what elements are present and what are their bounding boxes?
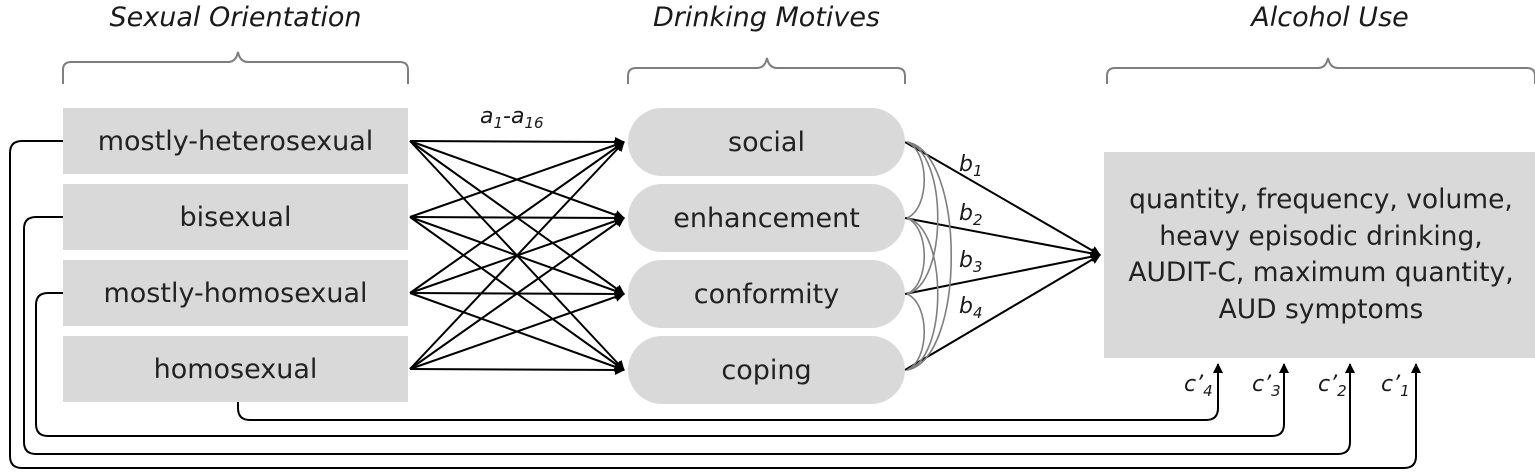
label-c-base: c’ bbox=[1318, 372, 1338, 397]
motive-box-enhancement: enhancement bbox=[628, 184, 905, 252]
b-path-arrow bbox=[904, 141, 1101, 256]
outcome-line: AUD symptoms bbox=[1218, 293, 1424, 325]
a-path-arrow bbox=[409, 217, 625, 370]
label-c-sub: 4 bbox=[1203, 382, 1213, 400]
label-b-sub: 1 bbox=[972, 162, 983, 180]
label-c4: c’4 bbox=[1184, 372, 1213, 400]
a-paths bbox=[409, 136, 625, 375]
label-b-base: b bbox=[959, 248, 973, 273]
a-path-arrow bbox=[409, 136, 625, 147]
label-b2: b2 bbox=[959, 201, 983, 229]
covariance-curve bbox=[906, 141, 925, 219]
label-b-base: b bbox=[959, 294, 973, 319]
label-c-base: c’ bbox=[1184, 372, 1204, 397]
covariance-curve bbox=[906, 141, 952, 371]
label-b1: b1 bbox=[959, 152, 983, 180]
c-prime-path-arrow bbox=[9, 140, 1421, 469]
c-prime-paths bbox=[9, 140, 1421, 469]
a-path-arrow bbox=[409, 141, 625, 370]
orientation-box-mostly-homosexual: mostly-homosexual bbox=[63, 260, 408, 326]
a-path-arrow bbox=[409, 140, 625, 218]
label-c3: c’3 bbox=[1252, 372, 1281, 400]
label-c-sub: 1 bbox=[1400, 382, 1410, 400]
label-b3: b3 bbox=[959, 248, 983, 276]
outcome-line: quantity, frequency, volume, bbox=[1129, 184, 1513, 215]
motive-box-social: social bbox=[628, 108, 905, 176]
a-path-arrow bbox=[409, 141, 625, 294]
a-path-arrow bbox=[409, 364, 625, 375]
label-c-sub: 3 bbox=[1271, 382, 1281, 400]
a-path-arrow bbox=[409, 292, 625, 370]
header-sexual-orientation: Sexual Orientation bbox=[109, 2, 362, 33]
motive-box-conformity: conformity bbox=[628, 260, 905, 328]
label-b4: b4 bbox=[959, 294, 983, 322]
header-drinking-motives: Drinking Motives bbox=[652, 2, 881, 33]
label-a-paths: a1-a16 bbox=[480, 104, 544, 132]
label-b-base: b bbox=[959, 201, 973, 226]
label-b-sub: 4 bbox=[972, 304, 983, 322]
orientation-box-bisexual: bisexual bbox=[63, 184, 408, 250]
bracket-alcohol-use bbox=[1106, 57, 1535, 84]
bracket-sexual-orientation bbox=[62, 51, 409, 84]
label-a-base: a bbox=[480, 104, 494, 129]
orientation-box-homosexual: homosexual bbox=[63, 336, 408, 402]
label-c-base: c’ bbox=[1252, 372, 1272, 397]
label-c2: c’2 bbox=[1318, 372, 1347, 400]
label-a-sub2: 16 bbox=[524, 114, 544, 132]
header-alcohol-use: Alcohol Use bbox=[1251, 2, 1409, 33]
bracket-drinking-motives bbox=[627, 57, 906, 84]
label-c-base: c’ bbox=[1381, 372, 1401, 397]
label-c1: c’1 bbox=[1381, 372, 1410, 400]
label-b-sub: 2 bbox=[972, 211, 983, 229]
motive-box-coping: coping bbox=[628, 336, 905, 404]
label-a-sep: -a bbox=[503, 104, 525, 129]
outcome-line: AUDIT-C, maximum quantity, bbox=[1128, 257, 1514, 288]
label-c-sub: 2 bbox=[1337, 382, 1347, 400]
covariance-curve bbox=[906, 217, 939, 371]
label-b-sub: 3 bbox=[972, 258, 983, 276]
covariance-paths bbox=[906, 141, 952, 371]
b-path-arrow bbox=[904, 254, 1101, 371]
label-b-base: b bbox=[959, 152, 973, 177]
c-prime-path-arrow bbox=[23, 216, 1355, 455]
outcome-box-alcohol-use: quantity, frequency, volume, heavy episo… bbox=[1104, 152, 1535, 358]
covariance-curve bbox=[906, 293, 925, 371]
covariance-curve bbox=[906, 141, 939, 295]
outcome-line: heavy episodic drinking, bbox=[1159, 220, 1483, 252]
c-prime-path-arrow bbox=[237, 363, 1223, 421]
covariance-curve bbox=[906, 217, 925, 295]
label-a-sub1: 1 bbox=[493, 114, 504, 132]
orientation-box-mostly-heterosexual: mostly-heterosexual bbox=[63, 108, 408, 174]
c-prime-path-arrow bbox=[35, 292, 1289, 437]
